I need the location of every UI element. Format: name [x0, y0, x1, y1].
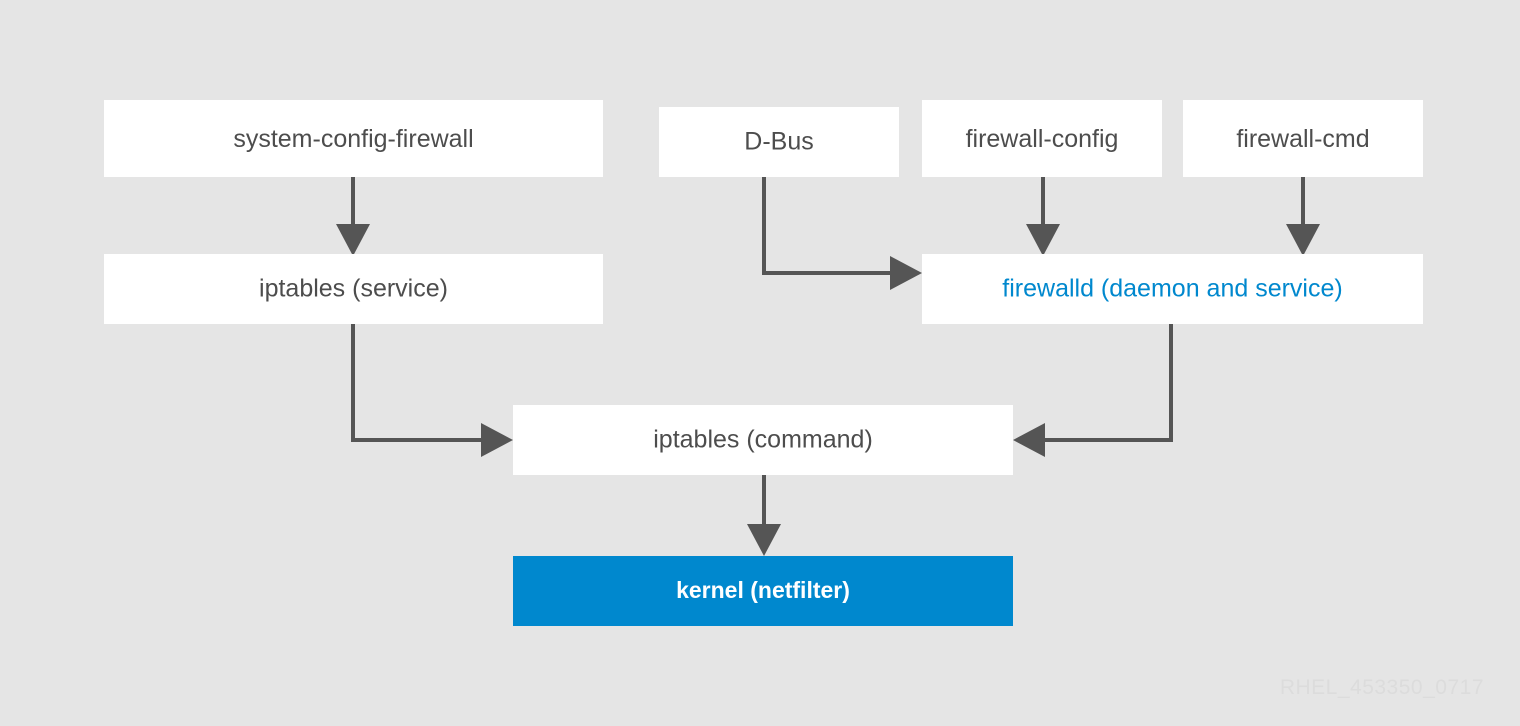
- edge-scf-to-iptables-service: [336, 177, 370, 256]
- node-d-bus-box[interactable]: [659, 107, 899, 177]
- connector-layer: [336, 177, 1320, 556]
- node-kernel-netfilter-label: kernel (netfilter): [676, 577, 850, 603]
- node-firewalld-box[interactable]: [922, 254, 1423, 324]
- node-firewall-config[interactable]: firewall-config: [922, 100, 1162, 177]
- watermark-label: RHEL_453350_0717: [1280, 676, 1484, 699]
- node-iptables-service[interactable]: iptables (service): [104, 254, 603, 324]
- node-kernel-netfilter-box[interactable]: [513, 556, 1013, 626]
- edge-firewall-config-to-firewalld: [1026, 177, 1060, 256]
- node-iptables-service-label: iptables (service): [259, 275, 448, 303]
- node-firewall-config-label: firewall-config: [966, 125, 1119, 153]
- node-iptables-command-label: iptables (command): [653, 426, 873, 454]
- node-iptables-command-box[interactable]: [513, 405, 1013, 475]
- node-layer: system-config-firewall D-Bus firewall-co…: [104, 100, 1423, 626]
- node-firewall-config-box[interactable]: [922, 100, 1162, 177]
- node-firewall-cmd-label: firewall-cmd: [1236, 125, 1369, 153]
- node-firewall-cmd-box[interactable]: [1183, 100, 1423, 177]
- edge-iptables-service-to-command: [351, 324, 513, 457]
- edge-firewall-cmd-to-firewalld: [1286, 177, 1320, 256]
- node-firewalld-label: firewalld (daemon and service): [1002, 275, 1342, 303]
- edge-iptables-command-to-kernel: [747, 475, 781, 556]
- edge-dbus-to-firewalld: [762, 177, 922, 290]
- node-kernel-netfilter[interactable]: kernel (netfilter): [513, 556, 1013, 626]
- node-system-config-firewall-box[interactable]: [104, 100, 603, 177]
- node-system-config-firewall[interactable]: system-config-firewall: [104, 100, 603, 177]
- node-iptables-service-box[interactable]: [104, 254, 603, 324]
- node-system-config-firewall-label: system-config-firewall: [233, 125, 473, 153]
- edge-firewalld-to-iptables-command: [1013, 324, 1173, 457]
- node-d-bus[interactable]: D-Bus: [659, 107, 899, 177]
- node-firewall-cmd[interactable]: firewall-cmd: [1183, 100, 1423, 177]
- node-iptables-command[interactable]: iptables (command): [513, 405, 1013, 475]
- node-d-bus-label: D-Bus: [744, 128, 813, 156]
- node-firewalld[interactable]: firewalld (daemon and service): [922, 254, 1423, 324]
